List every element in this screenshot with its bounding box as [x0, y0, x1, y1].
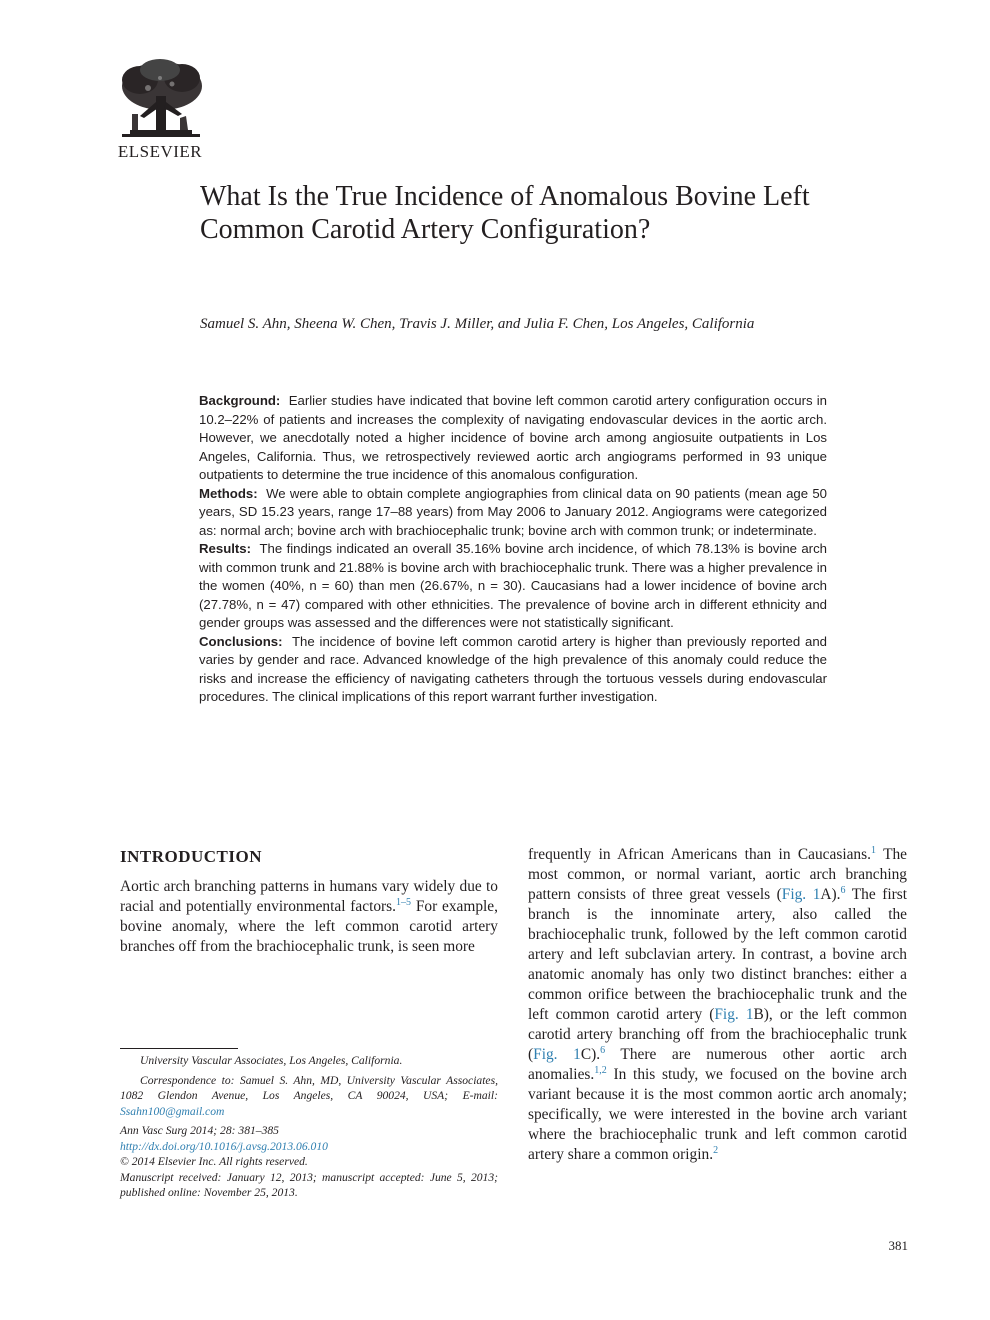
conclusions-label: Conclusions:	[199, 633, 283, 649]
abstract-methods: Methods: We were able to obtain complete…	[199, 485, 827, 541]
citation-link[interactable]: 6	[600, 1044, 606, 1056]
footnotes: University Vascular Associates, Los Ange…	[120, 1053, 498, 1201]
doi-link[interactable]: http://dx.doi.org/10.1016/j.avsg.2013.06…	[120, 1139, 328, 1153]
correspondence-text: Correspondence to: Samuel S. Ahn, MD, Un…	[120, 1073, 498, 1103]
abstract: Background: Earlier studies have indicat…	[199, 392, 827, 707]
background-text: Earlier studies have indicated that bovi…	[199, 393, 828, 482]
body-text-segment: frequently in African Americans than in …	[528, 846, 871, 863]
citation-link[interactable]: 2	[713, 1144, 719, 1156]
conclusions-text: The incidence of bovine left common caro…	[199, 633, 827, 705]
footnote-correspondence: Correspondence to: Samuel S. Ahn, MD, Un…	[120, 1073, 498, 1120]
citation-link[interactable]: 6	[840, 884, 846, 896]
footnote-history: Manuscript received: January 12, 2013; m…	[120, 1170, 498, 1200]
body-text-segment: Aortic arch branching patterns in humans…	[120, 878, 498, 915]
body-text-segment: For example, bovine anomaly, where the l…	[120, 898, 498, 955]
body-text-segment: The first branch is the innominate arter…	[528, 886, 908, 1023]
citation-link[interactable]: 1	[870, 844, 876, 856]
article-title: What Is the True Incidence of Anomalous …	[200, 181, 810, 245]
footnote-citation: Ann Vasc Surg 2014; 28: 381–385	[120, 1124, 279, 1137]
background-label: Background:	[199, 393, 281, 408]
footnote-copyright: © 2014 Elsevier Inc. All rights reserved…	[120, 1155, 308, 1168]
methods-text: We were able to obtain complete angiogra…	[199, 485, 827, 538]
email-link[interactable]: Ssahn100@gmail.com	[120, 1104, 225, 1118]
footnote-divider	[120, 1048, 238, 1049]
figure-link[interactable]: Fig. 1	[781, 886, 821, 903]
citation-link[interactable]: 1‒5	[396, 896, 412, 908]
right-column: frequently in African Americans than in …	[528, 845, 907, 1165]
abstract-results: Results: The findings indicated an overa…	[199, 540, 827, 633]
body-text-segment: The most common, or normal variant, aort…	[528, 846, 907, 903]
abstract-conclusions: Conclusions: The incidence of bovine lef…	[199, 633, 827, 707]
left-column: INTRODUCTION Aortic arch branching patte…	[120, 847, 498, 957]
abstract-background: Background: Earlier studies have indicat…	[199, 392, 827, 485]
intro-paragraph-left: Aortic arch branching patterns in humans…	[120, 877, 498, 957]
intro-paragraph-right: frequently in African Americans than in …	[528, 845, 907, 1165]
section-heading-introduction: INTRODUCTION	[120, 847, 263, 866]
results-text: The findings indicated an overall 35.16%…	[199, 541, 827, 630]
methods-label: Methods:	[199, 485, 258, 501]
body-text-segment: There are numerous other aortic arch ano…	[528, 1046, 907, 1083]
body-text-segment: In this study, we focused on the bovine …	[528, 1066, 907, 1163]
figure-link[interactable]: Fig. 1	[533, 1046, 581, 1063]
body-text-segment: C).	[580, 1046, 601, 1063]
elsevier-tree-logo-icon	[110, 58, 210, 163]
results-label: Results:	[199, 541, 252, 556]
body-text-segment: B), or the left common carotid artery br…	[528, 1006, 908, 1063]
footnote-affiliation: University Vascular Associates, Los Ange…	[140, 1054, 403, 1067]
page-number: 381	[888, 1238, 909, 1253]
author-list: Samuel S. Ahn, Sheena W. Chen, Travis J.…	[200, 316, 755, 332]
body-text-segment: A).	[820, 886, 841, 903]
publisher-name: ELSEVIER	[117, 142, 203, 161]
citation-link[interactable]: 1,2	[594, 1064, 607, 1076]
figure-link[interactable]: Fig. 1	[714, 1006, 754, 1023]
